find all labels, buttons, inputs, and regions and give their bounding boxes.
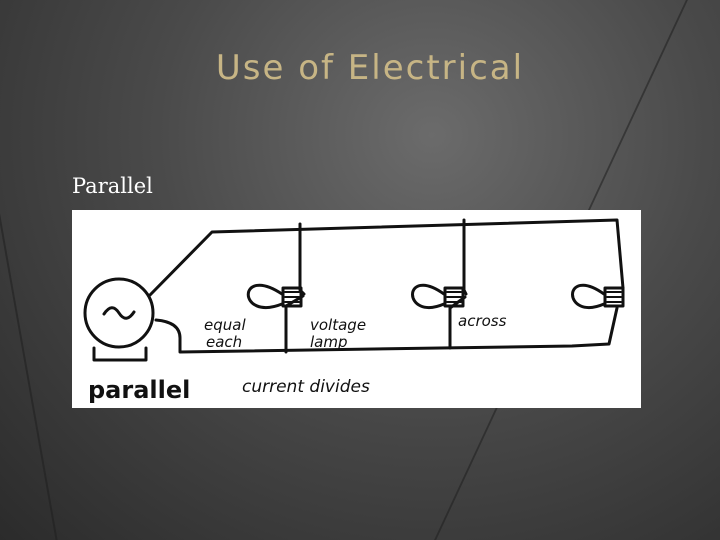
label-across: across <box>458 312 507 330</box>
label-current-divides: current divides <box>242 377 370 397</box>
branch-2-wire <box>462 218 468 296</box>
label-lamp: lamp <box>310 333 348 351</box>
generator-sine <box>102 306 136 320</box>
lamp-2-icon <box>411 283 465 310</box>
label-voltage: voltage <box>310 316 366 334</box>
bottom-wire <box>154 306 619 354</box>
branch-2-return <box>448 295 467 350</box>
label-each: each <box>206 333 242 351</box>
branch-1-wire <box>298 222 306 296</box>
label-equal: equal <box>204 316 246 334</box>
top-wire <box>148 218 625 297</box>
lamp-1-icon <box>246 283 303 310</box>
lamp-3-icon <box>571 283 625 310</box>
generator-base <box>92 346 148 362</box>
label-parallel: parallel <box>88 376 190 404</box>
slide-title: Use of Electrical <box>215 48 525 88</box>
circuit-svg: equal each voltage lamp across parallel … <box>83 218 625 404</box>
parallel-circuit-diagram: equal each voltage lamp across parallel … <box>72 210 641 408</box>
slide-subtitle: Parallel <box>72 174 153 198</box>
generator-icon <box>83 277 155 349</box>
